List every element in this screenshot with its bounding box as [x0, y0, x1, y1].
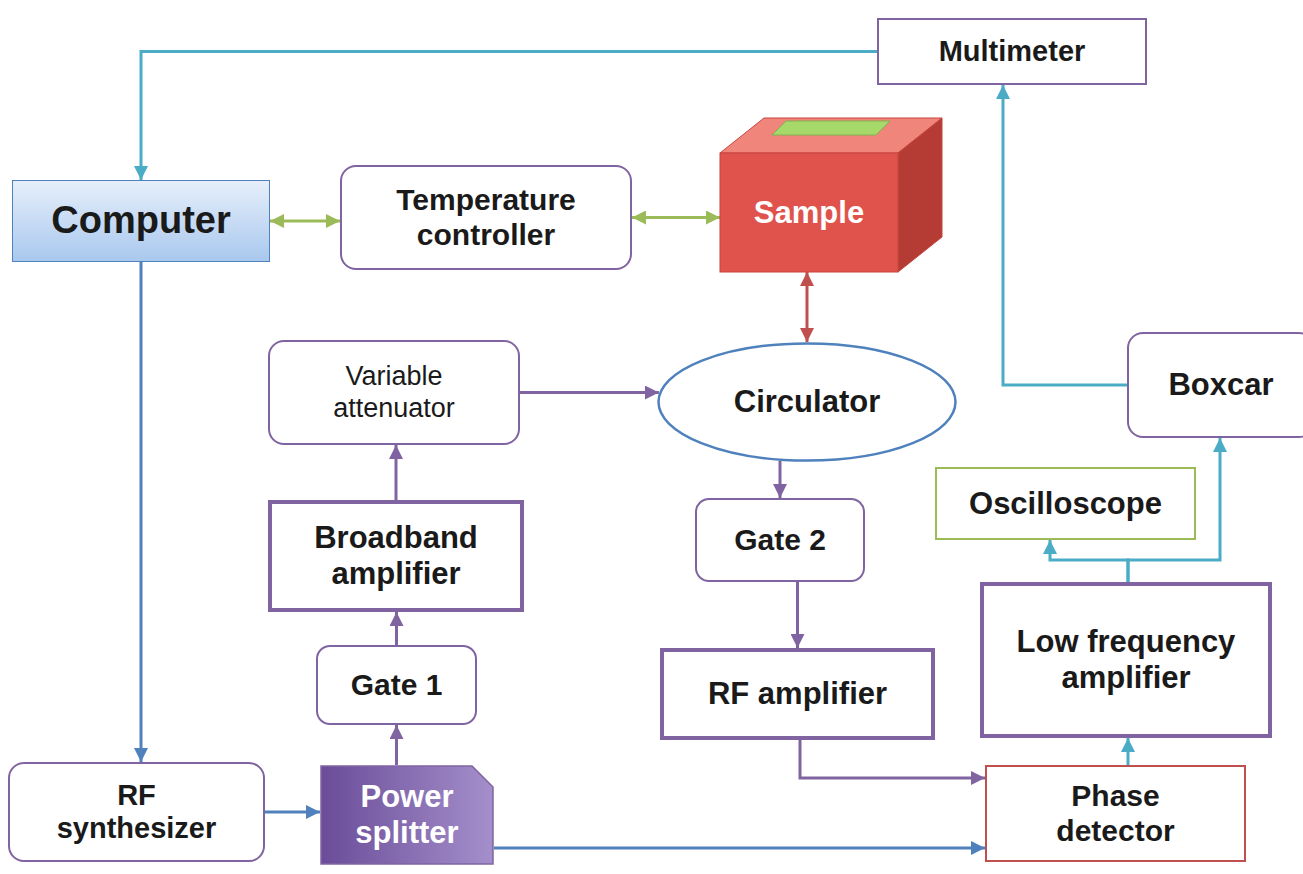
signal-connector [1050, 540, 1128, 582]
amplifier-box: Low frequency amplifier [980, 582, 1272, 738]
detector-box: Phase detector [985, 765, 1246, 862]
signal-connector [806, 272, 809, 342]
node-label: RF synthesizer [42, 779, 232, 846]
signal-connector [395, 445, 398, 500]
node-label: Oscilloscope [969, 486, 1162, 522]
node-label: Power splitter [336, 779, 478, 850]
circulator-outline [659, 344, 956, 461]
node-label: Phase detector [1016, 779, 1216, 848]
attenuator-box: Variable attenuator [268, 340, 520, 445]
node-label: Gate 2 [734, 523, 826, 558]
node-label: Computer [51, 199, 230, 243]
signal-connector [800, 740, 985, 778]
signal-connector [494, 847, 985, 850]
node-label: Boxcar [1168, 367, 1273, 403]
computer-box: Computer [12, 180, 270, 262]
sample-plate [772, 121, 890, 135]
gate-box: Gate 1 [316, 645, 477, 725]
amplifier-box: RF amplifier [660, 648, 935, 740]
node-label: Multimeter [939, 35, 1086, 68]
splitter-outline [321, 766, 493, 864]
signal-connector [796, 582, 799, 648]
synthesizer-box: RF synthesizer [8, 762, 265, 862]
signal-connector [395, 725, 398, 765]
circulator-ellipse: Circulator [657, 342, 957, 462]
amplifier-box: Broadband amplifier [268, 500, 524, 612]
signal-connector [779, 461, 782, 498]
controller-box: Temperature controller [340, 165, 632, 270]
node-label: Low frequency amplifier [1000, 624, 1252, 695]
node-label: Variable attenuator [294, 361, 494, 423]
gate-box: Gate 2 [695, 498, 865, 582]
node-label: Circulator [734, 384, 880, 420]
node-label: Temperature controller [358, 183, 614, 252]
signal-connector [395, 612, 398, 645]
splitter-shape: Power splitter [320, 765, 494, 865]
signal-connector [520, 391, 659, 394]
node-label: Broadband amplifier [288, 520, 504, 591]
signal-connector [632, 216, 720, 219]
cube-side [898, 118, 942, 272]
instrument-box: Boxcar [1127, 332, 1303, 438]
sample-cube: Sample [720, 118, 942, 272]
signal-connector [1003, 85, 1127, 385]
node-label: Gate 1 [351, 668, 443, 703]
cube-front [720, 153, 898, 272]
node-label: Sample [754, 195, 864, 231]
node-label: RF amplifier [708, 676, 887, 712]
signal-connector [140, 262, 143, 762]
signal-connector [265, 811, 320, 814]
instrument-box: Oscilloscope [935, 467, 1196, 540]
instrument-box: Multimeter [877, 18, 1147, 85]
signal-connector [1127, 738, 1130, 765]
signal-connector [270, 220, 340, 223]
